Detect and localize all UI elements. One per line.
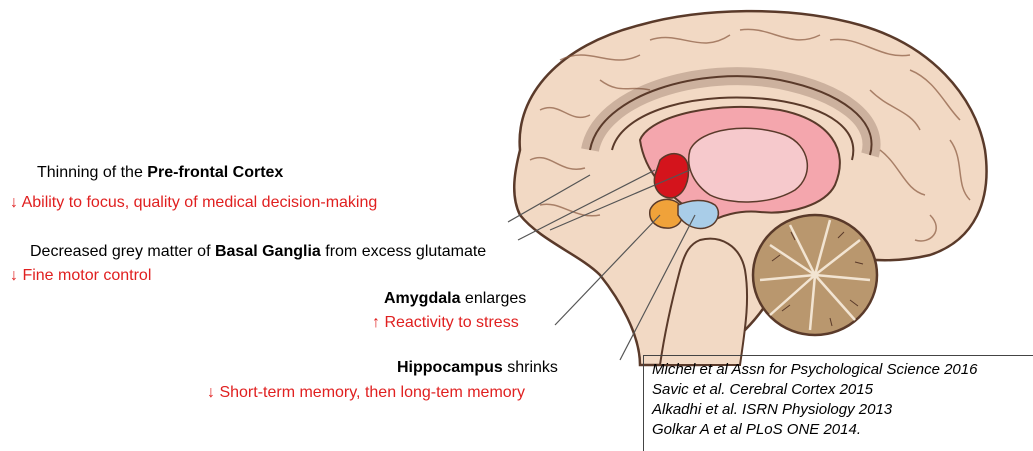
amyg-label: Amygdala enlarges [384, 289, 526, 309]
pfc-name: Pre-frontal Cortex [147, 164, 283, 181]
references-box: Michel et al Assn for Psychological Scie… [643, 355, 1033, 451]
bg-label: Decreased grey matter of Basal Ganglia f… [30, 242, 486, 262]
thalamus [689, 128, 808, 202]
bg-effect: ↓ Fine motor control [10, 266, 151, 286]
amyg-effect: ↑ Reactivity to stress [372, 313, 519, 333]
bg-name: Basal Ganglia [215, 243, 321, 260]
reference-4: Golkar A et al PLoS ONE 2014. [652, 420, 1033, 440]
reference-1: Michel et al Assn for Psychological Scie… [652, 360, 1033, 380]
cerebellum [753, 215, 877, 335]
hippo-name: Hippocampus [397, 359, 503, 376]
amyg-name: Amygdala [384, 290, 460, 307]
reference-2: Savic et al. Cerebral Cortex 2015 [652, 380, 1033, 400]
basal-ganglia-red [654, 154, 688, 198]
hippo-suffix: shrinks [503, 359, 558, 376]
amyg-suffix: enlarges [460, 290, 526, 307]
pfc-label: Thinning of the Pre-frontal Cortex [37, 163, 283, 183]
bg-suffix: from excess glutamate [321, 243, 486, 260]
hippo-label: Hippocampus shrinks [397, 358, 558, 378]
pfc-prefix: Thinning of the [37, 164, 147, 181]
reference-3: Alkadhi et al. ISRN Physiology 2013 [652, 400, 1033, 420]
hippo-effect: ↓ Short-term memory, then long-tem memor… [207, 383, 525, 403]
pfc-effect: ↓ Ability to focus, quality of medical d… [10, 193, 377, 213]
bg-prefix: Decreased grey matter of [30, 243, 215, 260]
